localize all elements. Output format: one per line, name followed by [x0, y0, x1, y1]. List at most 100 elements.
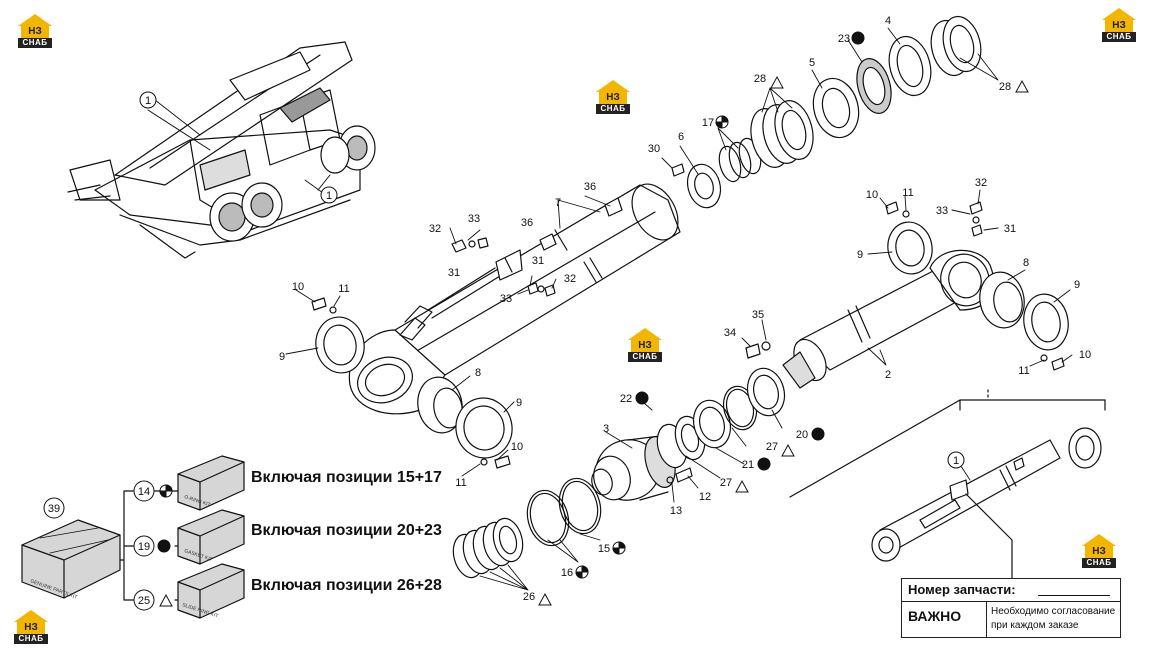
- callout-13: 13: [670, 505, 682, 517]
- callout-8: 8: [1023, 257, 1029, 269]
- bearing-and-flange-left: [311, 297, 513, 469]
- callout-9: 9: [1074, 279, 1080, 291]
- important-label: ВАЖНО: [902, 602, 987, 637]
- triangle-icon: [538, 592, 552, 606]
- callout-32: 32: [975, 177, 987, 189]
- filled-circle-icon: [635, 391, 649, 405]
- callout-9: 9: [279, 351, 285, 363]
- callout-1: 1: [953, 455, 959, 467]
- filled-circle-icon: [757, 457, 771, 471]
- callout-10: 10: [866, 189, 878, 201]
- kit-symbols: [157, 31, 1029, 607]
- callout-9: 9: [516, 397, 522, 409]
- callout-15: 15: [598, 543, 610, 555]
- callout-11: 11: [338, 283, 349, 295]
- callout-10: 10: [511, 441, 523, 453]
- important-row: ВАЖНО Необходимо согласование при каждом…: [902, 602, 1120, 637]
- callout-36: 36: [521, 217, 533, 229]
- part-number-box: Номер запчасти: ВАЖНО Необходимо согласо…: [901, 578, 1121, 638]
- callout-31: 31: [1004, 223, 1016, 235]
- callout-31: 31: [532, 255, 544, 267]
- inset-cylinder-drawing: [789, 389, 1106, 579]
- callout-30: 30: [648, 143, 660, 155]
- callout-7: 7: [555, 197, 561, 209]
- filled-circle-icon: [851, 31, 865, 45]
- callout-36: 36: [584, 181, 596, 193]
- triangle-icon: [1015, 79, 1029, 93]
- kit-19-description: Включая позиции 20+23: [251, 522, 442, 539]
- kit-25-description: Включая позиции 26+28: [251, 577, 442, 594]
- callout-28: 28: [754, 73, 766, 85]
- callout-26: 26: [523, 591, 535, 603]
- callout-labels: 1 1 1 2 3 4 5 6 7 8 8 9 9 9 9 10 10 10 1…: [43, 15, 1091, 611]
- callout-9: 9: [857, 249, 863, 261]
- callout-22: 22: [620, 393, 632, 405]
- callout-11: 11: [902, 187, 913, 199]
- callout-34: 34: [724, 327, 736, 339]
- triangle-icon: [781, 443, 795, 457]
- logo-text: НЗ: [21, 25, 49, 38]
- half-circle-icon: [575, 565, 589, 579]
- callout-circled-1a: 1: [139, 91, 157, 109]
- callout-4: 4: [885, 15, 891, 27]
- important-note-line1: Необходимо согласование: [991, 606, 1116, 617]
- callout-33: 33: [936, 205, 948, 217]
- triangle-icon: [770, 75, 784, 89]
- callout-10: 10: [292, 281, 304, 293]
- half-circle-icon: [715, 115, 729, 129]
- piston-group-drawing: [452, 367, 786, 579]
- half-circle-icon: [612, 541, 626, 555]
- kit-boxes-drawing: [21, 455, 245, 619]
- callout-23: 23: [838, 33, 850, 45]
- cylinder-barrel-drawing: [348, 183, 681, 415]
- triangle-icon: [159, 593, 173, 607]
- part-number-blank-line: [1038, 595, 1110, 596]
- part-number-label: Номер запчасти:: [908, 582, 1016, 597]
- callout-10: 10: [1079, 349, 1091, 361]
- callout-8: 8: [475, 367, 481, 379]
- callout-32: 32: [429, 223, 441, 235]
- callout-12: 12: [699, 491, 711, 503]
- callout-33: 33: [500, 293, 512, 305]
- callout-11: 11: [1018, 365, 1029, 377]
- callout-1: 1: [326, 190, 332, 202]
- callout-20: 20: [796, 429, 808, 441]
- reach-stacker-drawing: [67, 41, 376, 259]
- callout-2: 2: [885, 369, 891, 381]
- callout-27: 27: [766, 441, 778, 453]
- callout-27: 27: [720, 477, 732, 489]
- triangle-icon: [735, 479, 749, 493]
- callout-3: 3: [603, 423, 609, 435]
- kit-14-description: Включая позиции 15+17: [251, 469, 442, 486]
- callout-1: 1: [145, 95, 151, 107]
- seals-top: [671, 15, 982, 209]
- cylinder-rod-drawing: [745, 201, 1069, 389]
- callout-35: 35: [752, 309, 764, 321]
- callout-32: 32: [564, 273, 576, 285]
- half-circle-icon: [159, 484, 173, 498]
- logo-subtext: СНАБ: [18, 38, 52, 48]
- callout-39: 39: [48, 503, 60, 515]
- callout-28: 28: [999, 81, 1011, 93]
- callout-5: 5: [809, 57, 815, 69]
- callout-14: 14: [138, 486, 150, 498]
- callout-11: 11: [455, 477, 466, 489]
- callout-31: 31: [448, 267, 460, 279]
- important-note-line2: при каждом заказе: [991, 620, 1079, 631]
- callout-6: 6: [678, 131, 684, 143]
- callout-19: 19: [138, 541, 150, 553]
- callout-16: 16: [561, 567, 573, 579]
- filled-circle-icon: [157, 539, 171, 553]
- callout-17: 17: [702, 117, 714, 129]
- part-number-row: Номер запчасти:: [902, 579, 1120, 602]
- callout-25: 25: [138, 595, 150, 607]
- callout-33: 33: [468, 213, 480, 225]
- callout-21: 21: [742, 459, 754, 471]
